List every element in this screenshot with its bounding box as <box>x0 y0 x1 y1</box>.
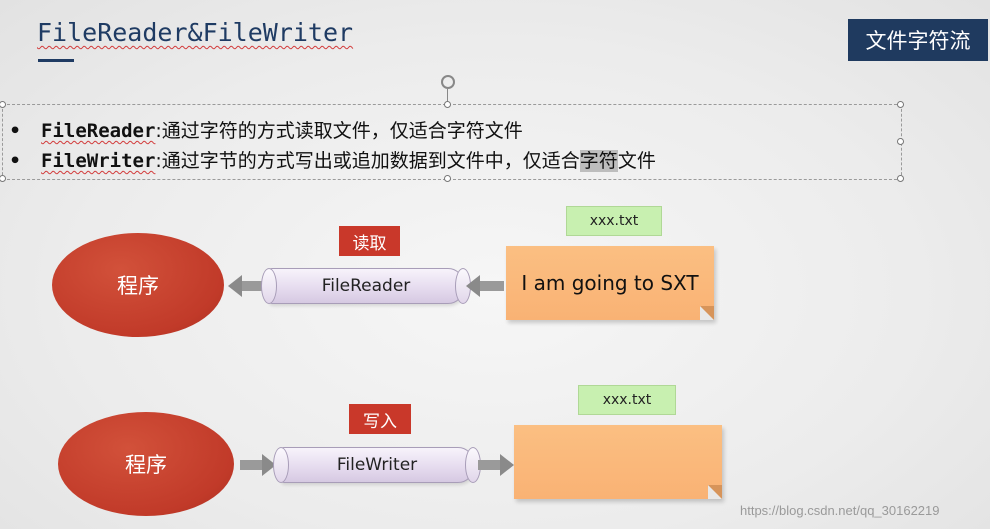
topic-badge: 文件字符流 <box>848 19 988 61</box>
resize-handle-top-left[interactable] <box>0 101 6 108</box>
selected-text-highlight[interactable]: 字符 <box>579 150 618 172</box>
watermark: https://blog.csdn.net/qq_30162219 <box>740 503 940 518</box>
title-underline-rule <box>38 59 74 62</box>
read-label: 读取 <box>339 226 400 256</box>
bullet-textbox[interactable]: • FileReader:通过字符的方式读取文件，仅适合字符文件 • FileWri… <box>0 101 904 182</box>
page-fold-icon <box>708 485 722 499</box>
pipe-left-cap <box>261 268 277 304</box>
pipe-left-cap <box>273 447 289 483</box>
resize-handle-bottom-center[interactable] <box>444 175 451 182</box>
page-fold-icon <box>700 306 714 320</box>
rotate-handle-icon[interactable] <box>441 75 455 89</box>
arrow-left-icon <box>466 275 504 297</box>
bullet-dot: • <box>9 150 22 172</box>
bullet-filereader: • FileReader:通过字符的方式读取文件，仅适合字符文件 <box>9 116 523 143</box>
slide-title: FileReader&FileWriter <box>37 18 354 47</box>
program-ellipse-read: 程序 <box>52 233 224 337</box>
filereader-pipe: FileReader <box>261 268 471 304</box>
resize-handle-top-center[interactable] <box>444 101 451 108</box>
file-note-write <box>514 425 722 499</box>
file-name-label-read: xxx.txt <box>566 206 662 236</box>
file-note-read: I am going to SXT <box>506 246 714 320</box>
file-content-text: I am going to SXT <box>521 271 699 295</box>
resize-handle-middle-right[interactable] <box>897 138 904 145</box>
resize-handle-bottom-right[interactable] <box>897 175 904 182</box>
filewriter-pipe: FileWriter <box>273 447 481 483</box>
arrow-left-icon <box>228 275 266 297</box>
resize-handle-top-right[interactable] <box>897 101 904 108</box>
arrow-right-icon <box>240 454 276 476</box>
pipe-label: FileWriter <box>336 455 418 475</box>
program-ellipse-write: 程序 <box>58 412 234 516</box>
resize-handle-bottom-left[interactable] <box>0 175 6 182</box>
bullet-text-end: 文件 <box>617 150 656 172</box>
file-content-text <box>514 425 722 499</box>
arrow-right-icon <box>478 454 514 476</box>
bullet-keyword: FileReader <box>41 120 156 142</box>
write-label: 写入 <box>349 404 411 434</box>
file-name-label-write: xxx.txt <box>578 385 676 415</box>
bullet-dot: • <box>9 120 22 142</box>
rotate-handle-stem <box>447 89 448 103</box>
bullet-text: :通过字节的方式写出或追加数据到文件中，仅适合 <box>155 150 580 172</box>
bullet-keyword: FileWriter <box>41 150 156 172</box>
pipe-label: FileReader <box>321 276 411 296</box>
bullet-filewriter: • FileWriter:通过字节的方式写出或追加数据到文件中，仅适合字符文件 <box>9 146 656 173</box>
bullet-text: :通过字符的方式读取文件，仅适合字符文件 <box>155 120 523 142</box>
